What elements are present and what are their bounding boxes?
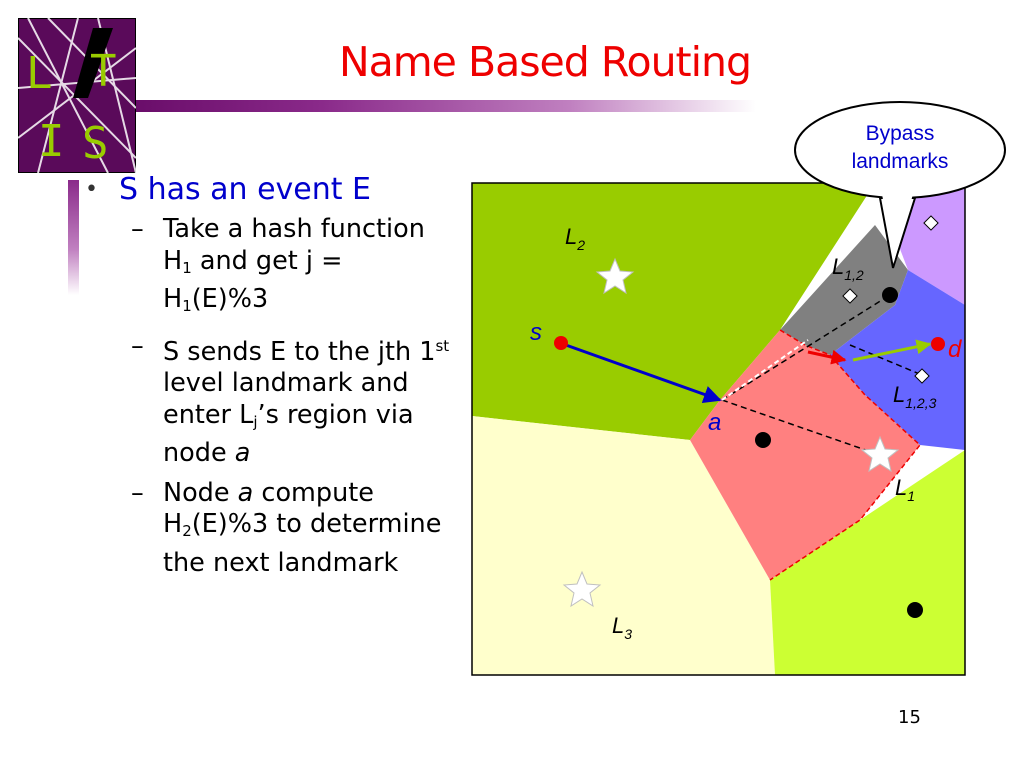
label-d: d: [948, 336, 962, 363]
arrow-s-to-a: [562, 342, 722, 404]
slide-title: Name Based Routing: [338, 38, 752, 86]
label-l3: L3: [612, 613, 632, 642]
dash-icon: –: [131, 330, 144, 361]
arrow-red-short: [807, 349, 847, 365]
arrow-green-to-d: [852, 339, 932, 362]
sub-bullet-compute: –Node a compute H2(E)%3 to determine the…: [131, 477, 442, 578]
diagram-frame: [471, 182, 966, 676]
dashed-link-l12-l123: [849, 344, 923, 376]
svg-text:T: T: [90, 46, 117, 97]
node-s-dot: [554, 336, 568, 350]
dash-icon: –: [131, 214, 144, 244]
region-l1: [770, 450, 965, 675]
node-dot-l1: [907, 602, 923, 618]
dashed-link-a-to-l12: [721, 294, 891, 401]
bullet-main-text: S has an event E: [119, 172, 372, 207]
star-l3-icon: [562, 570, 602, 608]
node-dot-l12: [882, 287, 898, 303]
star-l1-icon: [860, 435, 900, 473]
callout-line2: landmarks: [852, 150, 949, 173]
svg-text:L: L: [26, 48, 53, 99]
diamond-node-3-icon: [914, 368, 930, 384]
side-accent-bar: [68, 180, 79, 295]
diamond-node-2-icon: [842, 288, 858, 304]
callout-line1: Bypass: [866, 122, 935, 145]
white-dashed-boundary: [721, 339, 809, 401]
bullet-main: • S has an event E: [85, 168, 455, 212]
node-dot-pink: [755, 432, 771, 448]
label-l12: L1,2: [832, 254, 864, 283]
diamond-node-1-icon: [923, 215, 939, 231]
label-l1: L1: [895, 475, 915, 504]
label-s: s: [530, 319, 542, 346]
region-gray: [780, 225, 908, 355]
svg-text:I: I: [38, 116, 65, 167]
region-l3: [472, 416, 775, 675]
bullet-dot-icon: •: [85, 177, 98, 202]
dash-icon: –: [131, 477, 144, 508]
region-l2: [472, 183, 875, 440]
list-logo: L T I S: [18, 18, 136, 173]
sub-bullet-send: –S sends E to the jth 1st level landmark…: [131, 330, 450, 469]
page-number: 15: [898, 707, 921, 728]
dashed-link-a-to-l1: [721, 399, 881, 456]
node-d-dot: [931, 337, 945, 351]
label-l123: L1,2,3: [893, 382, 937, 411]
title-underline-bar: [136, 100, 756, 112]
label-a: a: [708, 409, 721, 436]
region-blue: [830, 270, 965, 450]
sub-bullet-hash: –Take a hash function H1 and get j = H1(…: [131, 214, 425, 315]
bullet-list: • S has an event E –Take a hash function…: [85, 168, 455, 587]
sub-bullet-list: –Take a hash function H1 and get j = H1(…: [85, 214, 455, 579]
label-l2: L2: [565, 224, 585, 253]
star-l2-icon: [595, 257, 635, 295]
svg-text:S: S: [82, 118, 109, 169]
callout-pointer-fill: [882, 194, 913, 262]
